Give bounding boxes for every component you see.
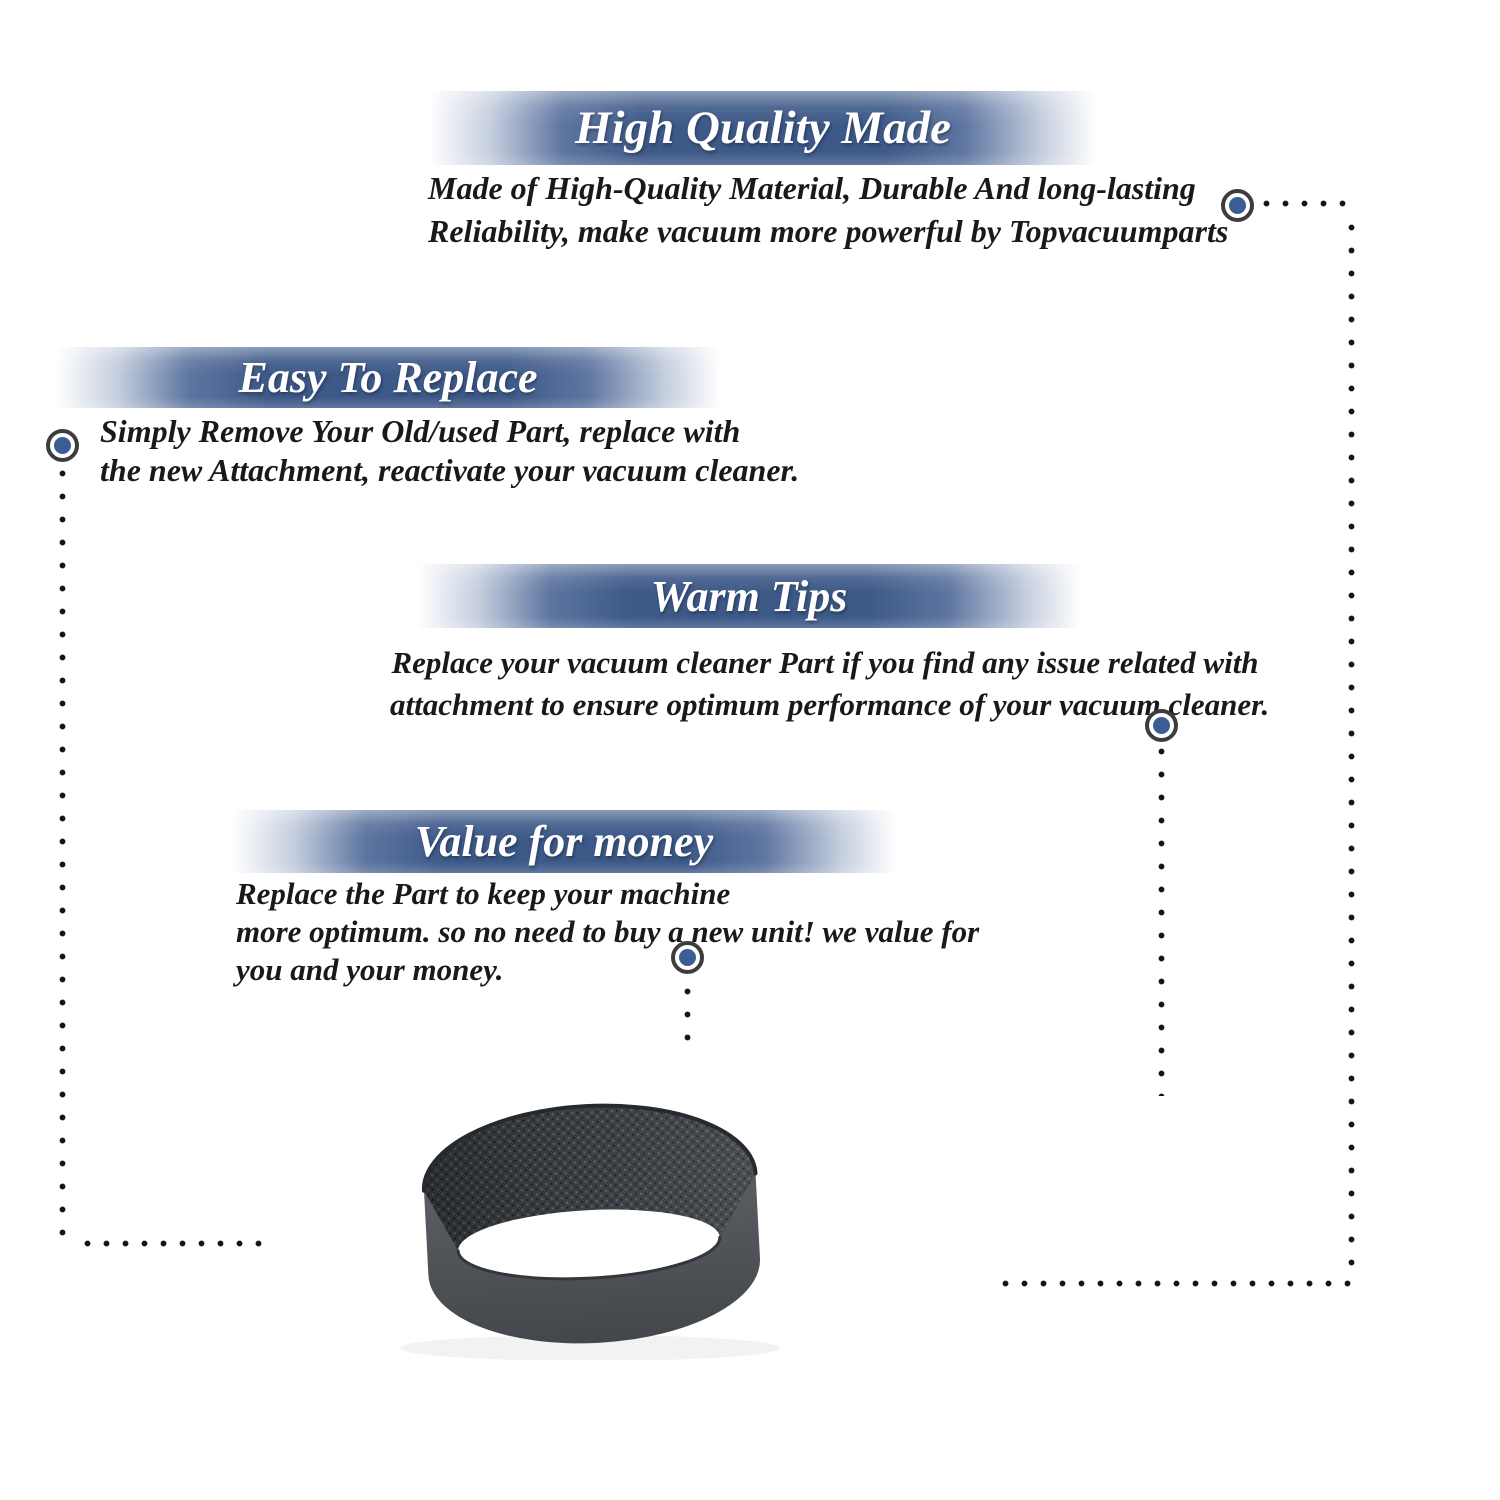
text-line: the new Attachment, reactivate your vacu… xyxy=(100,452,800,488)
text-line: Made of High-Quality Material, Durable A… xyxy=(428,170,1196,206)
text-line: attachment to ensure optimum performance… xyxy=(390,687,1270,722)
leader-line-dotted xyxy=(1263,200,1353,207)
callout-marker-icon xyxy=(1221,189,1254,222)
text-line: you and your money. xyxy=(236,952,504,987)
text-line: more optimum. so no need to buy a new un… xyxy=(236,914,980,949)
leader-line-dotted xyxy=(59,470,66,1246)
marker-pip-icon xyxy=(1153,717,1170,734)
leader-line-dotted xyxy=(684,988,691,1052)
banner-warm-tips: Warm Tips xyxy=(418,564,1080,628)
callout-marker-icon xyxy=(46,429,79,462)
callout-marker-icon xyxy=(671,941,704,974)
banner-high-quality-made: High Quality Made xyxy=(430,91,1096,165)
leader-line-dotted xyxy=(1002,1280,1354,1287)
callout-marker-icon xyxy=(1145,709,1178,742)
text-warm-tips: Replace your vacuum cleaner Part if you … xyxy=(390,642,1270,726)
belt-shadow xyxy=(400,1335,780,1360)
marker-pip-icon xyxy=(1229,197,1246,214)
text-line: Replace the Part to keep your machine xyxy=(236,876,731,911)
marker-pip-icon xyxy=(679,949,696,966)
text-line: Simply Remove Your Old/used Part, replac… xyxy=(100,413,741,449)
banner-value-for-money: Value for money xyxy=(233,810,895,873)
text-easy-to-replace: Simply Remove Your Old/used Part, replac… xyxy=(100,412,799,490)
leader-line-dotted xyxy=(84,1240,264,1247)
banner-easy-to-replace: Easy To Replace xyxy=(57,347,719,408)
belt-hole xyxy=(458,1209,720,1279)
text-line: Replace your vacuum cleaner Part if you … xyxy=(391,645,1259,680)
marker-pip-icon xyxy=(54,437,71,454)
product-belt-image xyxy=(400,1103,780,1360)
text-high-quality-made: Made of High-Quality Material, Durable A… xyxy=(428,167,1228,253)
leader-line-dotted xyxy=(1158,748,1165,1096)
text-line: Reliability, make vacuum more powerful b… xyxy=(428,213,1229,249)
leader-line-dotted xyxy=(1348,224,1355,1282)
text-value-for-money: Replace the Part to keep your machine mo… xyxy=(236,875,979,989)
